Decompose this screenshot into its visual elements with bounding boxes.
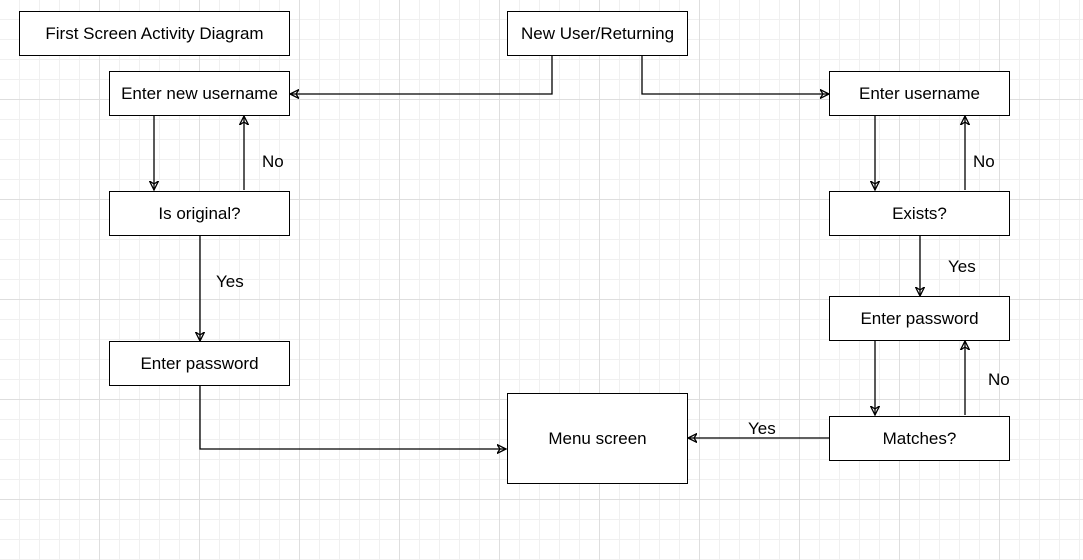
is-original-yes-label: Yes <box>216 272 244 291</box>
edge-start-to-enter-username <box>641 56 829 94</box>
matches-decision: Matches? <box>829 416 1010 461</box>
enter-password-new-node: Enter password <box>109 341 290 386</box>
is-original-no-label: No <box>262 152 284 171</box>
enter-password-returning-node: Enter password <box>829 296 1010 341</box>
enter-username-node: Enter username <box>829 71 1010 116</box>
exists-no-label: No <box>973 152 995 171</box>
is-original-decision: Is original? <box>109 191 290 236</box>
edge-enter-password-new-to-menu <box>199 386 506 449</box>
menu-screen-node: Menu screen <box>507 393 688 484</box>
matches-yes-label: Yes <box>748 419 776 438</box>
diagram-title: First Screen Activity Diagram <box>19 11 290 56</box>
matches-no-label: No <box>988 370 1010 389</box>
exists-yes-label: Yes <box>948 257 976 276</box>
start-node: New User/Returning <box>507 11 688 56</box>
edge-start-to-enter-new-username <box>290 56 553 94</box>
exists-decision: Exists? <box>829 191 1010 236</box>
enter-new-username-node: Enter new username <box>109 71 290 116</box>
